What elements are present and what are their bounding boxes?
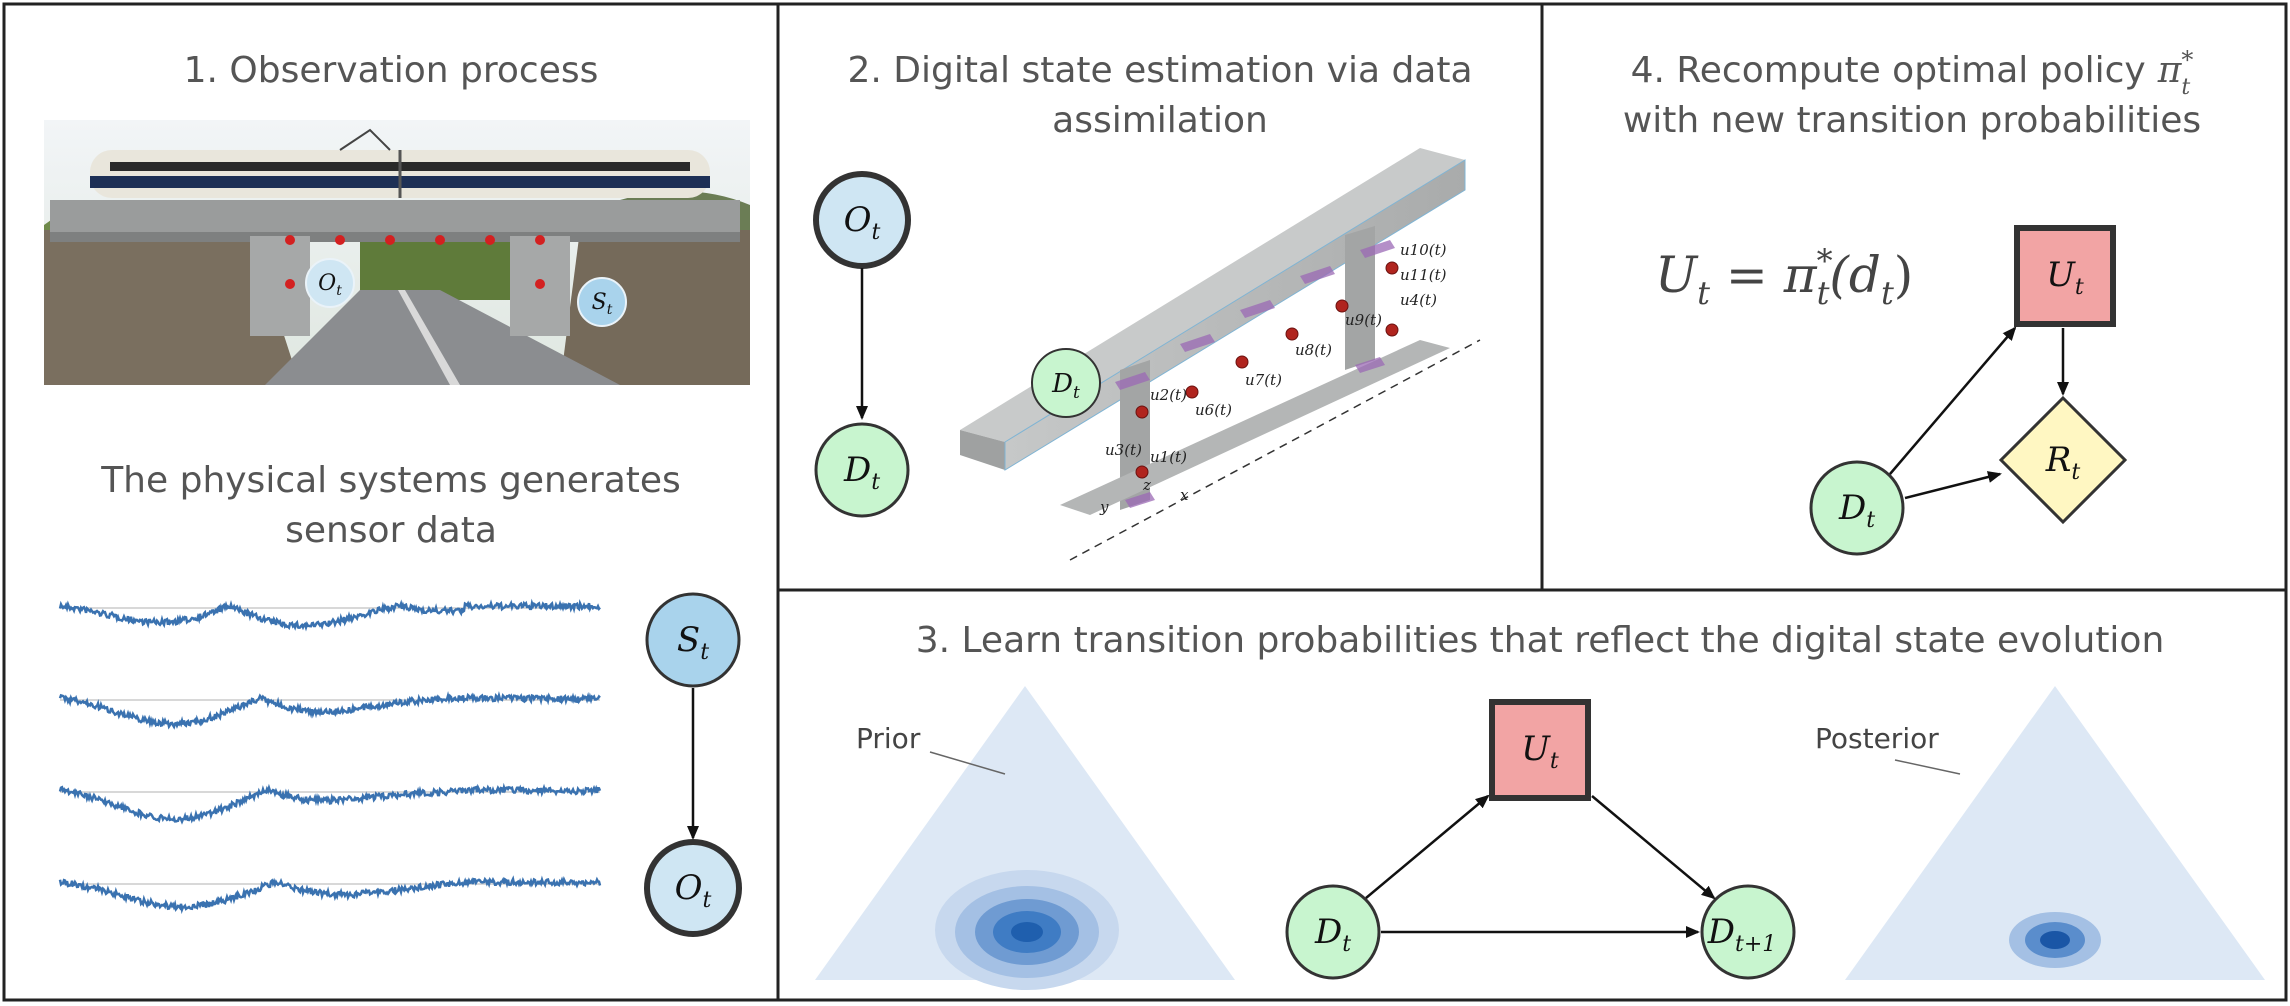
panel1-subtitle-line2: sensor data (285, 510, 497, 551)
svg-text:u1(t): u1(t) (1150, 448, 1187, 466)
observation-node-panel1: Ot (644, 839, 742, 937)
svg-text:Dt: Dt (1051, 369, 1080, 403)
svg-text:u9(t): u9(t) (1345, 311, 1382, 329)
digital-node-panel3: Dt (1285, 884, 1381, 980)
svg-text:u4(t): u4(t) (1400, 291, 1437, 309)
digital-node-on-bridge: Dt (1031, 348, 1101, 418)
sensor-signal-1 (58, 598, 601, 632)
posterior-simplex (1845, 686, 2265, 980)
panel1-title: 1. Observation process (184, 50, 599, 91)
panel2-title-line2: assimilation (1052, 100, 1268, 141)
svg-text:u10(t): u10(t) (1400, 241, 1447, 259)
arrow-digital-to-action (1889, 326, 2017, 475)
photo-state-node: St (577, 277, 627, 327)
observation-node-panel2: Ot (813, 171, 911, 269)
reward-node-panel4: Rt (1998, 395, 2128, 525)
svg-text:u6(t): u6(t) (1195, 401, 1232, 419)
svg-text:x: x (1180, 486, 1189, 504)
panel-digital-state-estimation: 2. Digital state estimation via data ass… (813, 50, 1481, 561)
sensor-signal-2 (58, 691, 601, 730)
photo-observation-node: Ot (305, 258, 355, 308)
state-node-panel1: St (645, 592, 741, 688)
bridge-model: u2(t) u6(t) u7(t) u8(t) u9(t) u10(t) u11… (960, 148, 1481, 561)
sensor-signal-3 (58, 782, 602, 825)
arrow-digital-to-action-p3 (1365, 794, 1490, 899)
next-digital-node-panel3: Dt+1 (1700, 884, 1796, 980)
svg-text:Ot: Ot (675, 868, 712, 913)
svg-text:u8(t): u8(t) (1295, 341, 1332, 359)
panel3-title: 3. Learn transition probabilities that r… (916, 620, 2165, 661)
panel1-subtitle-line1: The physical systems generates (100, 460, 681, 501)
action-node-panel4: Ut (2014, 225, 2116, 327)
svg-text:u7(t): u7(t) (1245, 371, 1282, 389)
svg-text:z: z (1142, 476, 1151, 494)
prior-label: Prior (856, 722, 921, 755)
arrow-digital-to-reward (1904, 471, 2002, 500)
digital-node-panel2: Dt (814, 422, 910, 518)
svg-text:Dt: Dt (843, 450, 880, 495)
digital-node-panel4: Dt (1809, 460, 1905, 556)
svg-text:Dt: Dt (1314, 912, 1351, 957)
arrow-action-to-next-digital (1591, 795, 1716, 900)
panel4-title-line2: with new transition probabilities (1623, 100, 2201, 141)
posterior-label-leader (1894, 759, 1961, 775)
svg-text:Dt: Dt (1838, 488, 1875, 533)
prior-simplex (815, 686, 1235, 990)
svg-text:Dt+1: Dt+1 (1707, 912, 1777, 957)
svg-text:St: St (592, 290, 613, 318)
svg-text:u2(t): u2(t) (1150, 386, 1187, 404)
prior-label-leader (929, 751, 1006, 775)
svg-text:y: y (1099, 498, 1109, 516)
sensor-signal-4 (58, 875, 602, 915)
svg-text:u11(t): u11(t) (1400, 266, 1447, 284)
svg-text:u3(t): u3(t) (1105, 441, 1142, 459)
panel2-title-line1: 2. Digital state estimation via data (847, 50, 1472, 91)
panel-learn-transitions: 3. Learn transition probabilities that r… (815, 620, 2265, 990)
svg-text:St: St (677, 620, 709, 665)
train-bridge-photo (44, 120, 750, 385)
svg-text:Ot: Ot (844, 200, 881, 245)
svg-text:Ut: Ut (2046, 255, 2084, 300)
sensor-signals (58, 598, 602, 915)
policy-equation: Ut = π*t(dt) (1655, 242, 1913, 312)
posterior-label: Posterior (1815, 722, 1939, 755)
svg-text:Ut: Ut (1521, 729, 1559, 774)
svg-text:Ot: Ot (318, 271, 342, 299)
action-node-panel3: Ut (1489, 699, 1591, 801)
svg-text:Rt: Rt (2045, 440, 2081, 485)
panel-observation: 1. Observation process (44, 50, 750, 937)
